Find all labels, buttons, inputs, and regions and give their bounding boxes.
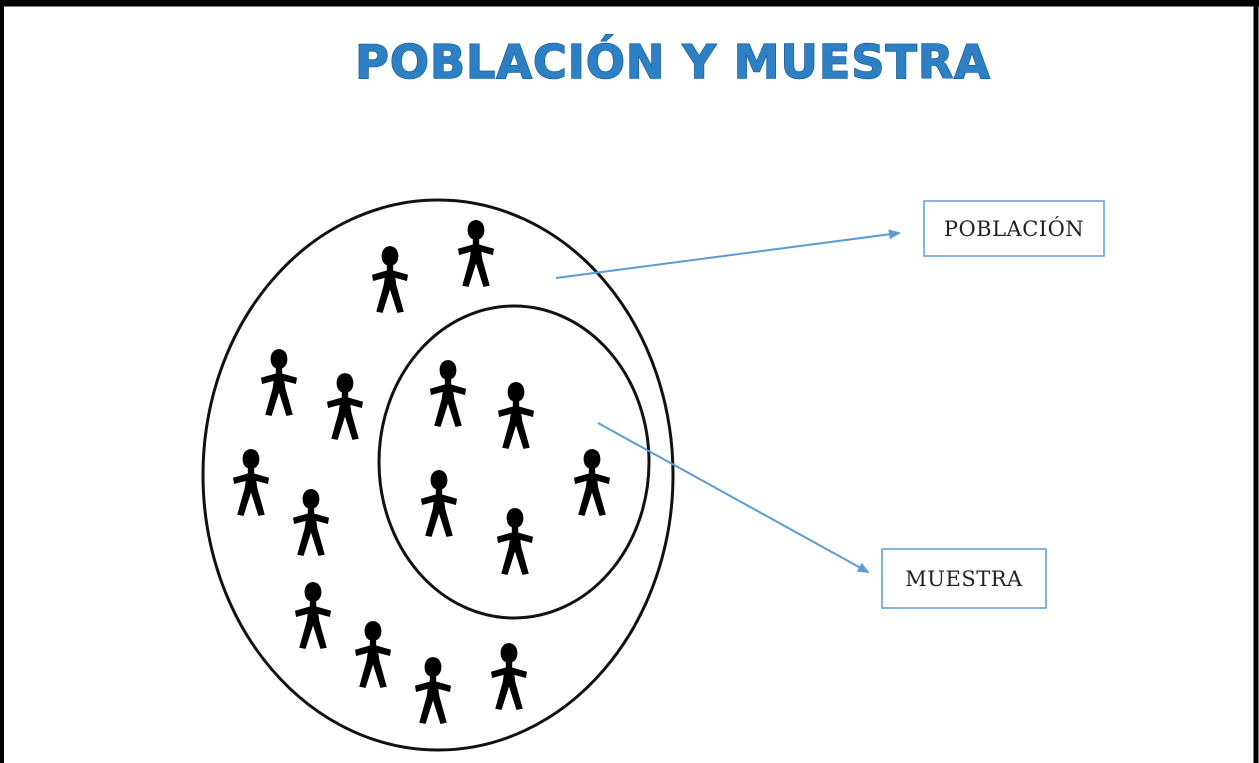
person-icon [233, 449, 269, 516]
person-icon [421, 470, 457, 537]
sample-label-border [881, 548, 1047, 609]
sample-arrow [597, 422, 870, 573]
population-label: POBLACIÓN [944, 216, 1084, 241]
population-circle [201, 198, 675, 752]
population-arrow [555, 229, 901, 279]
person-icon [355, 621, 391, 688]
diagram-title: POBLACIÓN Y MUESTRA [355, 35, 991, 89]
sample-circle [377, 304, 651, 620]
person-icon [491, 643, 527, 710]
person-icon [261, 349, 297, 416]
person-icon [295, 582, 331, 649]
person-icon [327, 373, 363, 440]
sample-label-box: MUESTRA [881, 548, 1047, 609]
person-icon [415, 657, 451, 724]
person-icon [430, 360, 466, 427]
population-label-border [923, 200, 1105, 257]
population-label-box: POBLACIÓN [923, 200, 1105, 257]
person-icon [458, 220, 494, 287]
person-icon [372, 246, 408, 313]
person-icon [574, 449, 610, 516]
person-icon [293, 489, 329, 556]
person-icon [498, 382, 534, 449]
sample-label: MUESTRA [905, 567, 1023, 591]
person-icon [497, 508, 533, 575]
